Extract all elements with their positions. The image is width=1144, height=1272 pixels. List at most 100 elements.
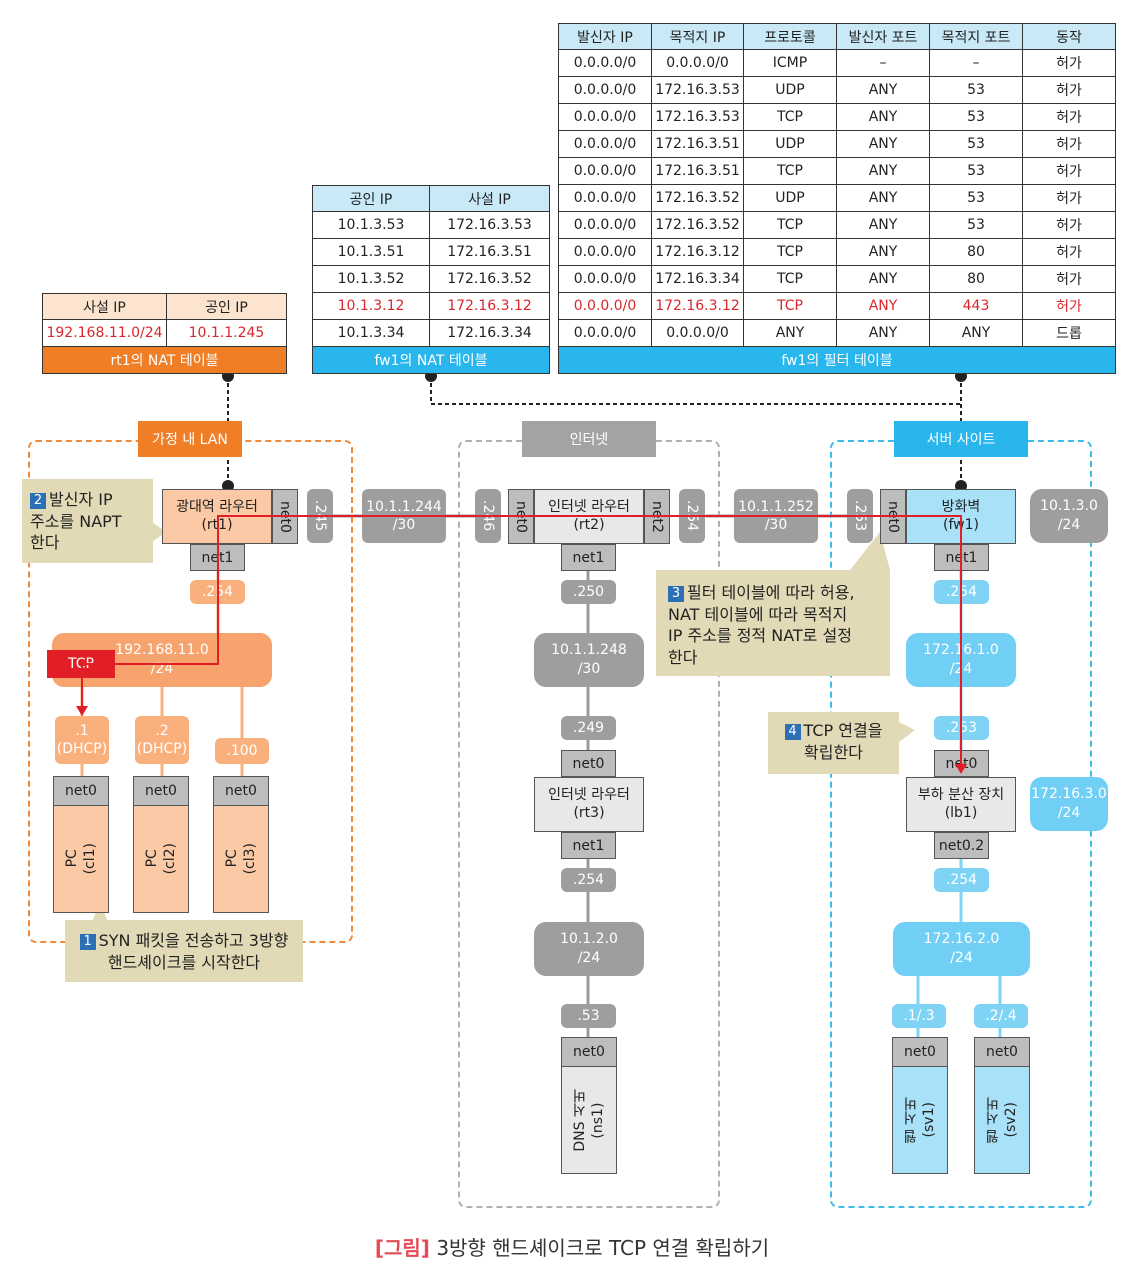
rt1-net1-port: net1 (190, 544, 245, 571)
rt2-net1-port: net1 (561, 544, 616, 571)
sv2-ip: .2/.4 (974, 1004, 1028, 1028)
pc-cl3: net0 PC (cl3) (213, 776, 269, 913)
lb1-net0-port: net0 (934, 750, 989, 777)
table-cell: 허가 (1022, 265, 1116, 293)
table-cell: 53 (929, 157, 1023, 185)
ns1-label: DNS 서버 (ns1) (571, 1088, 606, 1152)
table-cell: ANY (836, 76, 930, 104)
server-site-title: 서버 사이트 (894, 421, 1028, 457)
table-cell: UDP (743, 76, 837, 104)
cl3-ip: .100 (215, 738, 269, 764)
table-cell: 53 (929, 103, 1023, 131)
table-cell: 0.0.0.0/0 (558, 103, 652, 131)
net-172-16-2-0: 172.16.2.0 /24 (893, 922, 1030, 976)
table-cell: 443 (929, 292, 1023, 320)
ns1-net0: net0 (562, 1038, 616, 1067)
fw-nat-table-caption: fw1의 NAT 테이블 (312, 346, 550, 374)
table-cell: 0.0.0.0/0 (651, 319, 744, 347)
table-cell: 53 (929, 184, 1023, 212)
rt3-router: 인터넷 라우터 (rt3) (534, 777, 644, 832)
step-1-badge: 1 (79, 934, 96, 950)
web-server-sv2: net0 웹 서버 (sv2) (974, 1037, 1030, 1174)
table-cell: UDP (743, 130, 837, 158)
filter-table-caption: fw1의 필터 테이블 (558, 346, 1116, 374)
rt2-net2-port: net2 (644, 489, 670, 544)
sv1-ip: .1/.3 (892, 1004, 946, 1028)
step-4-badge: 4 (784, 724, 801, 740)
table-cell: 172.16.3.34 (651, 265, 744, 293)
table-cell: TCP (743, 157, 837, 185)
sv1-label: 웹 서버 (sv1) (902, 1096, 937, 1144)
table-cell: ANY (836, 184, 930, 212)
table-cell: 53 (929, 130, 1023, 158)
rt1-nat-table-caption: rt1의 NAT 테이블 (42, 346, 287, 374)
table-cell: 53 (929, 76, 1023, 104)
table-cell: TCP (743, 292, 837, 320)
table-cell: 드롭 (1022, 319, 1116, 347)
table-cell: 10.1.3.52 (312, 265, 430, 293)
table-cell: 10.1.3.51 (312, 238, 430, 266)
fw1-net1-port: net1 (934, 544, 989, 571)
table-cell: 172.16.3.53 (651, 103, 744, 131)
fw-nat-col-private: 사설 IP (429, 185, 550, 212)
rt2-net2-ip: .254 (679, 489, 705, 543)
pc-cl1-net0: net0 (54, 777, 108, 806)
table-cell: 0.0.0.0/0 (651, 49, 744, 77)
dns-server-ns1: net0 DNS 서버 (ns1) (561, 1037, 617, 1174)
rt2-net0-ip: .246 (475, 489, 501, 543)
rt1-nat-table: 사설 IP 공인 IP 192.168.11.0/24 10.1.1.245 r… (42, 293, 287, 374)
table-cell: 192.168.11.0/24 (42, 319, 167, 347)
table-cell: 10.1.3.34 (312, 319, 430, 347)
cl1-ip: .1 (DHCP) (55, 716, 109, 764)
table-cell: 172.16.3.53 (651, 76, 744, 104)
table-row: 192.168.11.0/24 10.1.1.245 (42, 319, 287, 347)
pc-cl3-net0: net0 (214, 777, 268, 806)
net-10-1-3-0: 10.1.3.0 /24 (1030, 489, 1108, 543)
table-cell: 허가 (1022, 211, 1116, 239)
link-10-1-1-252: 10.1.1.252 /30 (734, 489, 818, 543)
rt1-nat-col-private: 사설 IP (42, 293, 167, 320)
table-cell: 0.0.0.0/0 (558, 157, 652, 185)
rt1-net1-ip: .254 (190, 580, 245, 604)
table-cell: 172.16.3.12 (429, 292, 550, 320)
fw1-filter-table: 발신자 IP 목적지 IP 프로토콜 발신자 포트 목적지 포트 동작 0.0.… (558, 23, 1116, 374)
table-cell: 172.16.3.51 (651, 130, 744, 158)
step-2-badge: 2 (30, 493, 46, 509)
table-cell: ANY (836, 265, 930, 293)
table-cell: ANY (836, 319, 930, 347)
net-172-16-1-0: 172.16.1.0 /24 (906, 633, 1016, 687)
table-cell: 허가 (1022, 238, 1116, 266)
table-cell: 허가 (1022, 49, 1116, 77)
ns1-ip: .53 (561, 1004, 616, 1028)
step-3-badge: 3 (668, 586, 684, 602)
table-cell: 172.16.3.52 (651, 184, 744, 212)
step-1-text: SYN 패킷을 전송하고 3방향 핸드셰이크를 시작한다 (98, 931, 289, 972)
pc-cl1-label: PC (cl1) (63, 843, 98, 875)
table-cell: 172.16.3.52 (429, 265, 550, 293)
rt2-router: 인터넷 라우터 (rt2) (534, 489, 644, 544)
table-cell: 허가 (1022, 157, 1116, 185)
table-cell: 0.0.0.0/0 (558, 292, 652, 320)
fw1-net0-ip: .253 (847, 489, 873, 543)
filter-col-src-ip: 발신자 IP (558, 23, 652, 50)
rt3-net0-ip: .249 (561, 716, 616, 740)
rt3-net1-port: net1 (561, 832, 616, 859)
table-cell: 172.16.3.51 (429, 238, 550, 266)
table-cell: 172.16.3.51 (651, 157, 744, 185)
table-cell: 허가 (1022, 184, 1116, 212)
table-cell: TCP (743, 238, 837, 266)
table-cell: – (929, 49, 1023, 77)
table-cell: 172.16.3.12 (651, 292, 744, 320)
table-cell: 0.0.0.0/0 (558, 76, 652, 104)
